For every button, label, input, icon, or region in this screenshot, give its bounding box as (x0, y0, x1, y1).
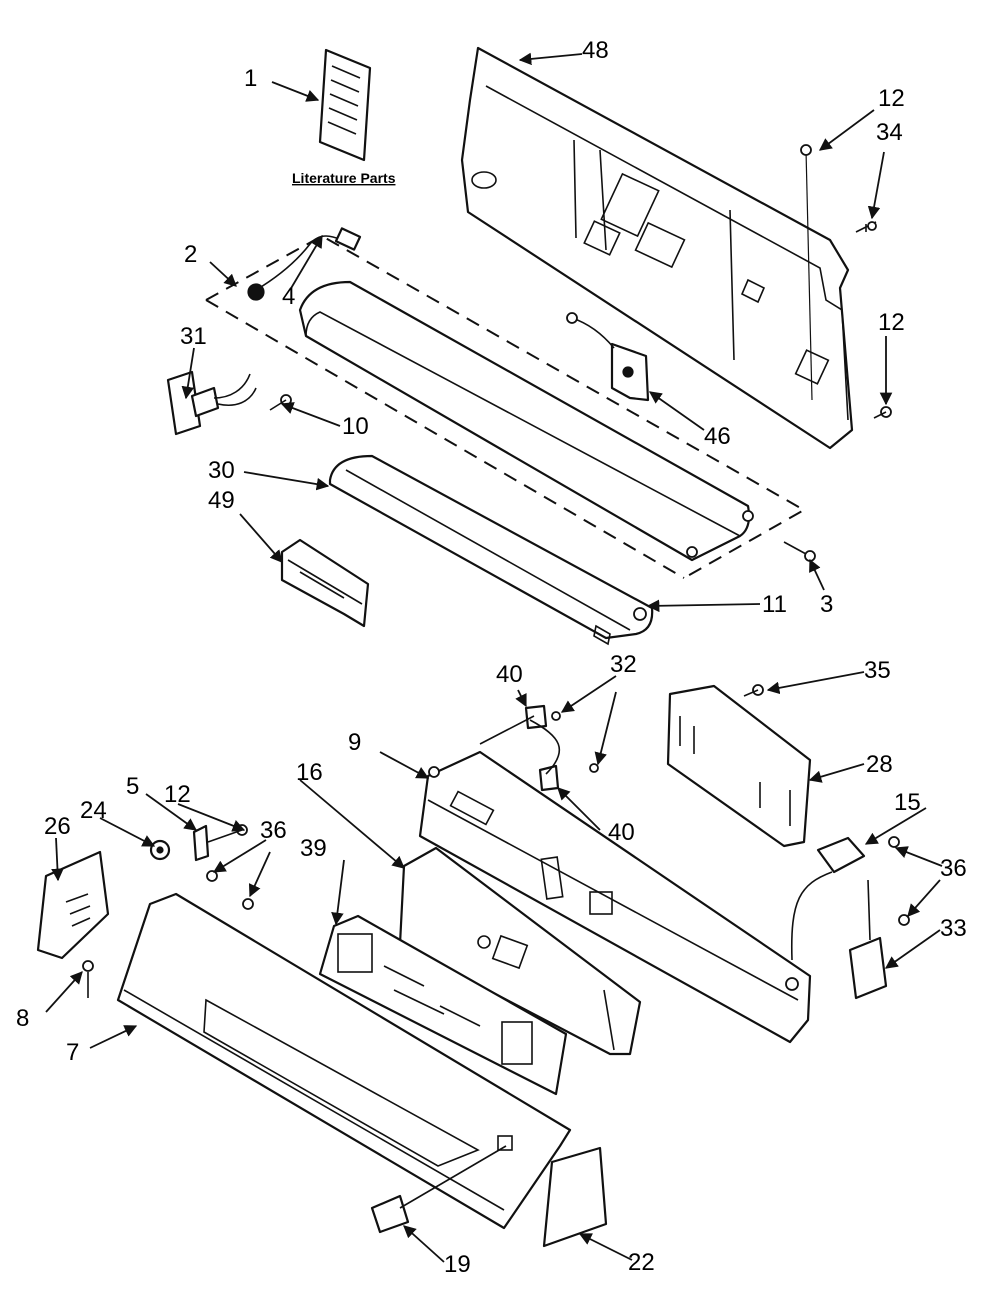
callout-22: 22 (628, 1249, 655, 1276)
circuit-board (666, 684, 812, 848)
callout-35: 35 (864, 657, 891, 684)
screw-12-right (873, 406, 892, 419)
callout-7: 7 (66, 1039, 79, 1066)
callout-28: 28 (866, 751, 893, 778)
screws-36-right (888, 836, 910, 926)
callout-36: 36 (260, 817, 287, 844)
screw-8 (82, 960, 94, 998)
callout-36: 36 (940, 855, 967, 882)
screws-32 (479, 711, 599, 775)
callout-16: 16 (296, 759, 323, 786)
callout-30: 30 (208, 457, 235, 484)
literature-parts-caption: Literature Parts (292, 170, 396, 186)
callout-15: 15 (894, 789, 921, 816)
callout-34: 34 (876, 119, 903, 146)
control-backplate (418, 750, 812, 1044)
tube-clip (280, 538, 370, 628)
callout-10: 10 (342, 413, 369, 440)
callout-32: 32 (610, 651, 637, 678)
callout-labels: 1 48 12 34 12 2 4 31 10 30 49 46 11 3 40… (16, 37, 967, 1278)
literature-card (318, 48, 372, 162)
switch-33 (848, 879, 888, 1000)
screw-34 (855, 221, 877, 233)
callout-12: 12 (878, 85, 905, 112)
screw-35 (743, 684, 764, 697)
switch-40-bottom (538, 764, 560, 792)
callout-5: 5 (126, 773, 139, 800)
callout-49: 49 (208, 487, 235, 514)
part-19 (370, 1145, 507, 1234)
callout-31: 31 (180, 323, 207, 350)
callout-1: 1 (244, 65, 257, 92)
control-panel-fascia (116, 892, 572, 1230)
switch-15 (816, 836, 866, 874)
callout-40: 40 (608, 819, 635, 846)
lamp-socket (166, 370, 257, 436)
callout-2: 2 (184, 241, 197, 268)
callout-48: 48 (582, 37, 609, 64)
switch-46 (566, 312, 650, 402)
callout-39: 39 (300, 835, 327, 862)
screws-36-left (206, 870, 254, 910)
console-top-cover (298, 280, 754, 562)
callout-12: 12 (878, 309, 905, 336)
end-cap-22 (542, 1146, 608, 1248)
callout-40: 40 (496, 661, 523, 688)
callout-4: 4 (282, 283, 295, 310)
screw-12-left (207, 824, 248, 843)
leader-lines (45, 52, 943, 1263)
screw-3 (783, 541, 816, 562)
end-cap-26 (36, 850, 110, 960)
back-panel (460, 46, 854, 450)
callout-26: 26 (44, 813, 71, 840)
callout-3: 3 (820, 591, 833, 618)
screw-10 (269, 394, 292, 411)
callout-11: 11 (762, 591, 787, 618)
callout-12: 12 (164, 781, 191, 808)
keypad-overlay (318, 914, 568, 1096)
callout-19: 19 (444, 1251, 471, 1278)
switch-40-top (524, 704, 548, 730)
callout-33: 33 (940, 915, 967, 942)
callout-46: 46 (704, 423, 731, 450)
clip-5 (192, 824, 210, 862)
callout-9: 9 (348, 729, 361, 756)
callout-24: 24 (80, 797, 107, 824)
callout-8: 8 (16, 1005, 29, 1032)
wire-harness (247, 227, 362, 301)
knob-24 (149, 839, 171, 861)
